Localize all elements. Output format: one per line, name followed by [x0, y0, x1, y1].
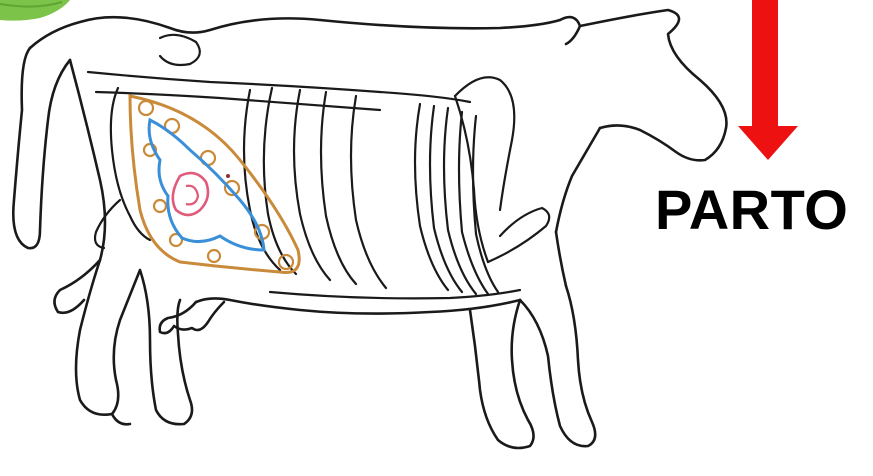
down-arrow-icon [738, 0, 798, 160]
rib-cage [244, 88, 520, 298]
leaf-icon [0, 0, 70, 21]
parto-label: PARTO [655, 180, 848, 240]
